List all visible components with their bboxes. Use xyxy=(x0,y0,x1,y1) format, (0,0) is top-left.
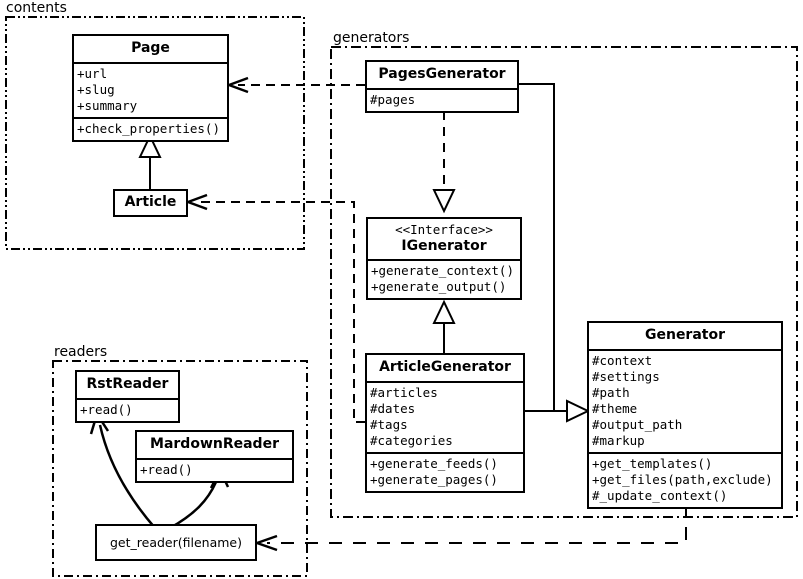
class-name-article: Article xyxy=(124,194,177,210)
method-row: #_update_context() xyxy=(592,488,728,503)
class-name-igenerator: IGenerator xyxy=(401,238,487,254)
attribute-row: #pages xyxy=(370,92,416,107)
class-name-page: Page xyxy=(131,40,170,56)
class-name-rstreader: RstReader xyxy=(86,376,169,392)
class-attributes-articlegenerator: #articles #dates #tags #categories xyxy=(367,381,523,452)
method-row: +get_files(path,exclude) xyxy=(592,472,773,487)
attribute-row: #theme xyxy=(592,401,638,416)
package-label-contents: contents xyxy=(4,0,69,16)
method-row: +check_properties() xyxy=(77,121,220,136)
class-methods-generator: +get_templates() +get_files(path,exclude… xyxy=(589,452,781,507)
relationship-articlegenerator-depends-article xyxy=(187,193,365,423)
class-methods-igenerator: +generate_context() +generate_output() xyxy=(368,259,520,298)
relationship-article-inherits-page xyxy=(138,133,162,189)
function-name-get-reader: get_reader(filename) xyxy=(110,535,242,550)
relationship-articlegenerator-inherits-generator xyxy=(525,399,591,423)
class-attributes-generator: #context #settings #path #theme #output_… xyxy=(589,349,781,452)
class-name-pagesgenerator: PagesGenerator xyxy=(378,66,506,82)
method-row: +read() xyxy=(140,462,193,477)
attribute-row: #markup xyxy=(592,433,645,448)
method-row: +generate_pages() xyxy=(370,472,498,487)
relationship-generator-depends-getreader xyxy=(256,503,687,552)
class-box-articlegenerator[interactable]: ArticleGenerator #articles #dates #tags … xyxy=(365,353,525,493)
method-row: +generate_feeds() xyxy=(370,456,498,471)
class-box-igenerator[interactable]: <<Interface>> IGenerator +generate_conte… xyxy=(366,217,522,300)
class-attributes-pagesgenerator: #pages xyxy=(367,88,517,111)
method-row: +get_templates() xyxy=(592,456,713,471)
relationship-pagesgenerator-depends-page xyxy=(228,76,365,94)
attribute-row: #output_path xyxy=(592,417,683,432)
attribute-row: #path xyxy=(592,385,630,400)
attribute-row: #tags xyxy=(370,417,408,432)
class-name-generator: Generator xyxy=(644,327,725,343)
attribute-row: #articles xyxy=(370,385,438,400)
class-methods-mardownreader: +read() xyxy=(137,458,292,481)
class-stereotype-igenerator: <<Interface>> xyxy=(395,222,493,237)
attribute-row: #dates xyxy=(370,401,416,416)
attribute-row: #settings xyxy=(592,369,660,384)
attribute-row: +slug xyxy=(77,82,115,97)
attribute-row: +url xyxy=(77,66,108,81)
method-row: +read() xyxy=(80,402,133,417)
attribute-row: +summary xyxy=(77,98,138,113)
method-row: +generate_output() xyxy=(371,279,507,294)
attribute-row: #categories xyxy=(370,433,453,448)
class-methods-rstreader: +read() xyxy=(77,398,178,421)
class-box-generator[interactable]: Generator #context #settings #path #them… xyxy=(587,321,783,509)
class-header-igenerator: <<Interface>> IGenerator xyxy=(368,219,520,259)
method-row: +generate_context() xyxy=(371,263,514,278)
class-attributes-page: +url +slug +summary xyxy=(74,62,227,117)
package-label-generators: generators xyxy=(331,30,412,46)
relationship-pagesgenerator-realizes-igenerator xyxy=(432,111,456,214)
attribute-row: #context xyxy=(592,353,653,368)
class-name-articlegenerator: ArticleGenerator xyxy=(379,359,511,375)
function-box-get-reader[interactable]: get_reader(filename) xyxy=(95,524,257,561)
package-label-readers: readers xyxy=(52,344,110,360)
relationship-articlegenerator-realizes-igenerator xyxy=(432,299,456,356)
class-box-page[interactable]: Page +url +slug +summary +check_properti… xyxy=(72,34,229,142)
class-methods-page: +check_properties() xyxy=(74,117,227,140)
class-box-article[interactable]: Article xyxy=(113,189,188,217)
class-box-mardownreader[interactable]: MardownReader +read() xyxy=(135,430,294,483)
class-methods-articlegenerator: +generate_feeds() +generate_pages() xyxy=(367,452,523,491)
class-name-mardownreader: MardownReader xyxy=(150,436,279,452)
class-box-rstreader[interactable]: RstReader +read() xyxy=(75,370,180,423)
class-box-pagesgenerator[interactable]: PagesGenerator #pages xyxy=(365,60,519,113)
